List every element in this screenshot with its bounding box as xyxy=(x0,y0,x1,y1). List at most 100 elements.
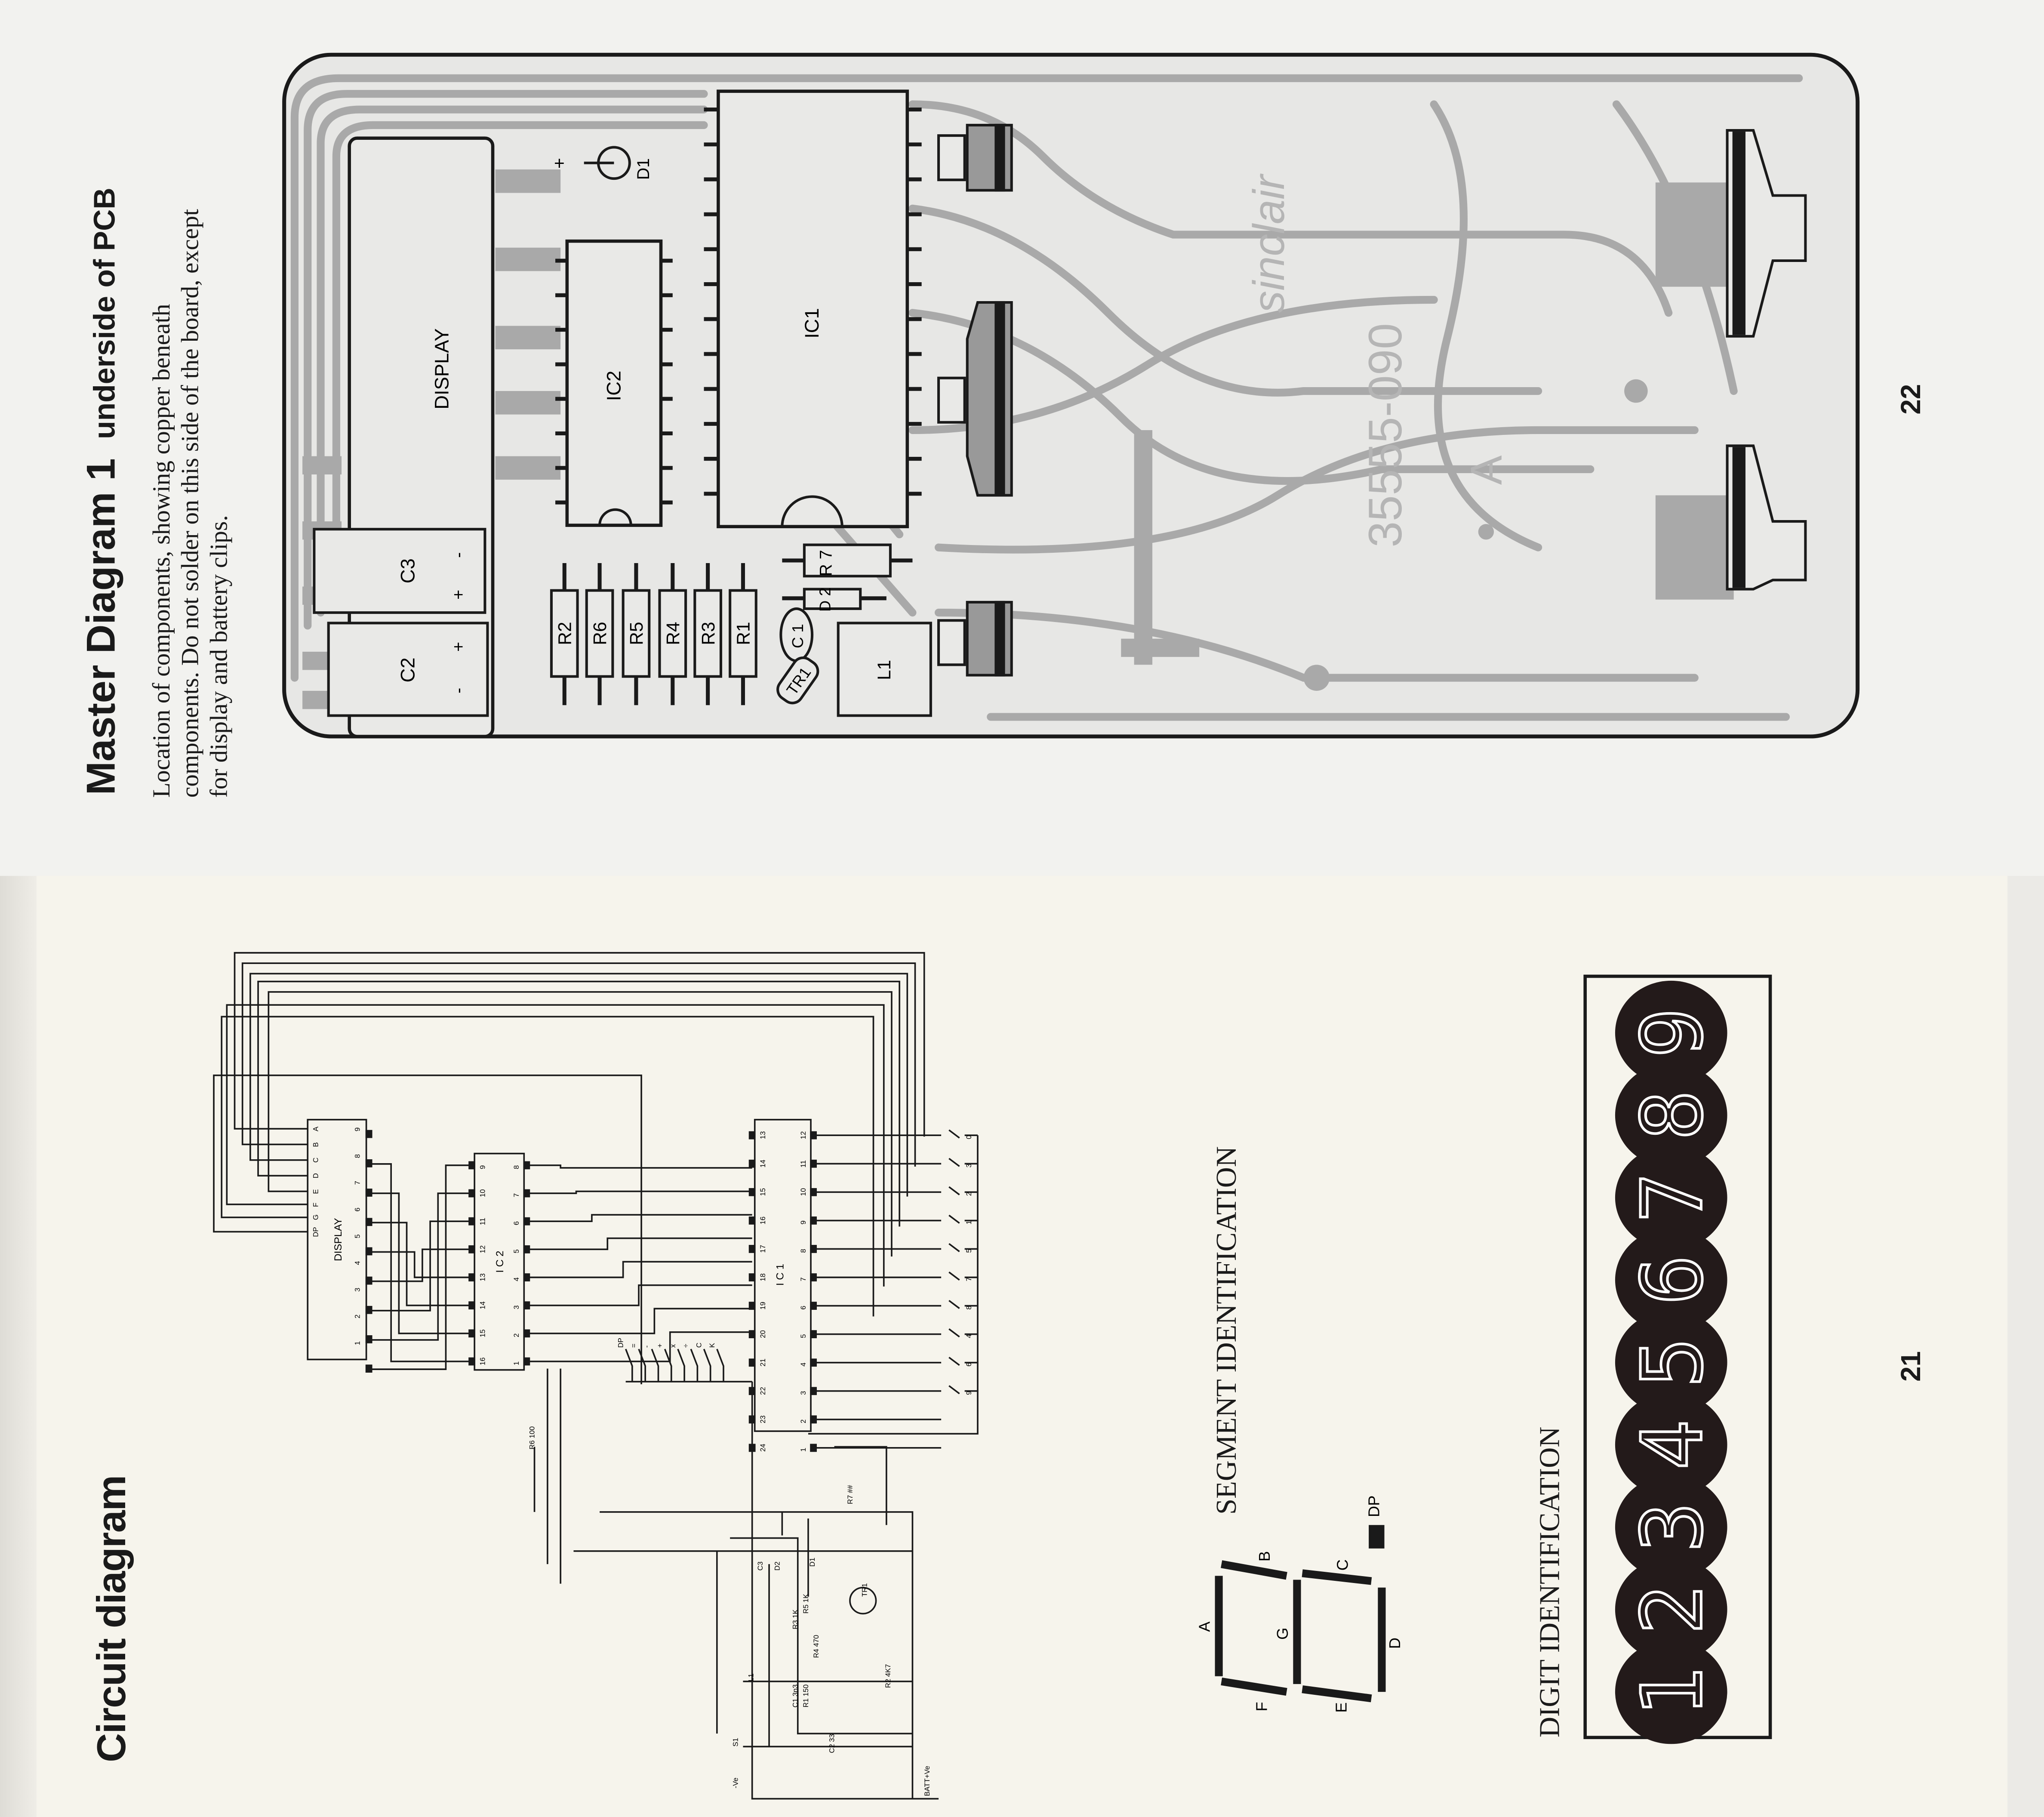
digit-glyph: 3 xyxy=(1624,1502,1721,1552)
ic1-pin-label: 8 xyxy=(799,1249,807,1253)
pcb-resistor-label: R6 xyxy=(590,622,610,645)
digit-key-label: 9 xyxy=(965,1391,973,1395)
function-key-label: C xyxy=(695,1343,703,1348)
pcb-resistor xyxy=(658,589,687,678)
c1-label: C1 3n3 xyxy=(791,1685,800,1708)
pcb-l1-label: L1 xyxy=(874,660,894,680)
sheet-edge-shadow xyxy=(0,876,39,1817)
display-segment-pin-label: C xyxy=(311,1158,320,1163)
pcb-c1-label: C 1 xyxy=(789,624,807,648)
c3-plus-mark: + xyxy=(449,590,468,600)
digit-disc xyxy=(1615,1392,1727,1497)
pcb-c2 xyxy=(327,622,489,717)
board-revision: A xyxy=(1462,455,1511,485)
digit-disc xyxy=(1615,1310,1727,1415)
display-segment-pin-label: A xyxy=(311,1126,320,1131)
r5-label: R5 1K xyxy=(802,1594,810,1614)
d1-label: D1 xyxy=(808,1558,816,1567)
digit-glyph: 7 xyxy=(1624,1173,1721,1223)
pcb-resistor xyxy=(622,589,651,678)
ic2-pin-label: 6 xyxy=(512,1221,520,1225)
display-segment-pin-label: F xyxy=(311,1203,320,1207)
ic1-pin-label: 22 xyxy=(759,1387,767,1395)
r4-label: R4 470 xyxy=(812,1635,820,1658)
ic2-pin-label: 15 xyxy=(478,1329,486,1337)
sinclair-logo: sinclair xyxy=(1244,173,1293,313)
ic1-pin-label: 11 xyxy=(799,1160,807,1167)
segment-b xyxy=(1221,1560,1287,1580)
digit-key-label: 3 xyxy=(965,1164,973,1167)
digit-disc xyxy=(1615,1475,1727,1580)
batt-pos-label: BATT+Ve xyxy=(923,1766,931,1796)
digit-glyph: 8 xyxy=(1624,1090,1721,1140)
pcb-ic1-label: IC1 xyxy=(801,308,823,339)
pcb-display-label: DISPLAY xyxy=(431,328,453,410)
digit-key-label: 2 xyxy=(965,1192,973,1196)
display-pin-label: 6 xyxy=(353,1207,361,1211)
display-segment-pin-label: E xyxy=(311,1189,320,1194)
ic1-pin-label: 18 xyxy=(759,1273,767,1281)
r6-label: R6 100 xyxy=(528,1426,536,1450)
ic2-pin-label: 9 xyxy=(478,1165,486,1169)
ic1-pin-label: 15 xyxy=(759,1188,767,1196)
board-number: 35555-090 xyxy=(1359,323,1412,548)
ic1-pin-label: 16 xyxy=(759,1216,767,1225)
digit-key-label: 8 xyxy=(965,1306,973,1309)
ic-pins xyxy=(555,107,922,505)
function-key-label: ÷ xyxy=(682,1344,690,1348)
ic2-pin-label: 14 xyxy=(478,1301,486,1309)
tr1-label: TR1 xyxy=(860,1583,868,1596)
c3-minus-mark: - xyxy=(449,552,468,558)
schematic-ic1 xyxy=(754,1119,812,1432)
ic2-pin-label: 12 xyxy=(478,1245,486,1253)
pcb-resistor xyxy=(585,589,614,678)
ic1-pin-label: 23 xyxy=(759,1415,767,1423)
d2-label: D2 xyxy=(773,1561,781,1571)
ic1-pin-label: 7 xyxy=(799,1277,807,1281)
function-key-label: K xyxy=(708,1343,716,1348)
l1-label: L1 xyxy=(747,1673,755,1681)
pcb-c2-label: C2 xyxy=(397,657,419,682)
pcb-resistor xyxy=(729,589,757,678)
c2-label: C2 33 xyxy=(828,1734,836,1753)
d1-plus-mark: + xyxy=(554,153,565,173)
digit-glyph: 2 xyxy=(1624,1584,1721,1635)
schematic-display-label: DISPLAY xyxy=(332,1218,344,1261)
display-pin-label: 9 xyxy=(353,1127,361,1131)
display-segment-pin-label: DP xyxy=(311,1227,320,1237)
digit-disc xyxy=(1615,1557,1727,1662)
ic1-pin-label: 4 xyxy=(799,1362,807,1366)
digit-key-label: 5 xyxy=(965,1249,973,1253)
pcb-resistor-label: R4 xyxy=(663,622,683,645)
ic2-pin-label: 13 xyxy=(478,1273,486,1281)
segment-label-g: G xyxy=(1274,1628,1291,1640)
schematic-component-labels: R6 100 R7 ## S1 -Ve BATT+Ve C2 33 C1 3n3… xyxy=(528,1426,931,1796)
keypad-contacts xyxy=(937,123,1807,677)
ic1-pin-label: 9 xyxy=(799,1220,807,1224)
digit-disc xyxy=(1615,980,1727,1085)
seven-segment-figure xyxy=(1215,1560,1386,1703)
pcb-resistor xyxy=(550,589,579,678)
pcb-c3 xyxy=(313,528,486,614)
scan-margin xyxy=(2007,876,2044,1817)
segment-f xyxy=(1221,1677,1287,1696)
ic2-pin-label: 3 xyxy=(512,1305,520,1309)
ic1-pin-label: 1 xyxy=(799,1448,807,1452)
pcb-resistor-label: R1 xyxy=(733,622,754,645)
r3-label: R3 1K xyxy=(791,1609,800,1629)
digit-disc xyxy=(1615,1145,1727,1250)
digit-key-label: 4 xyxy=(965,1334,973,1338)
digit-glyph: 6 xyxy=(1624,1255,1721,1305)
pcb-d1-label: D1 xyxy=(634,158,653,180)
ic1-pin-label: 20 xyxy=(759,1330,767,1338)
pcb-tr1 xyxy=(776,656,819,705)
display-pin-label: 1 xyxy=(353,1341,361,1345)
digit-glyph: 9 xyxy=(1624,1008,1721,1058)
display-pin-label: 3 xyxy=(353,1288,361,1292)
ic2-pin-label: 1 xyxy=(512,1361,520,1365)
